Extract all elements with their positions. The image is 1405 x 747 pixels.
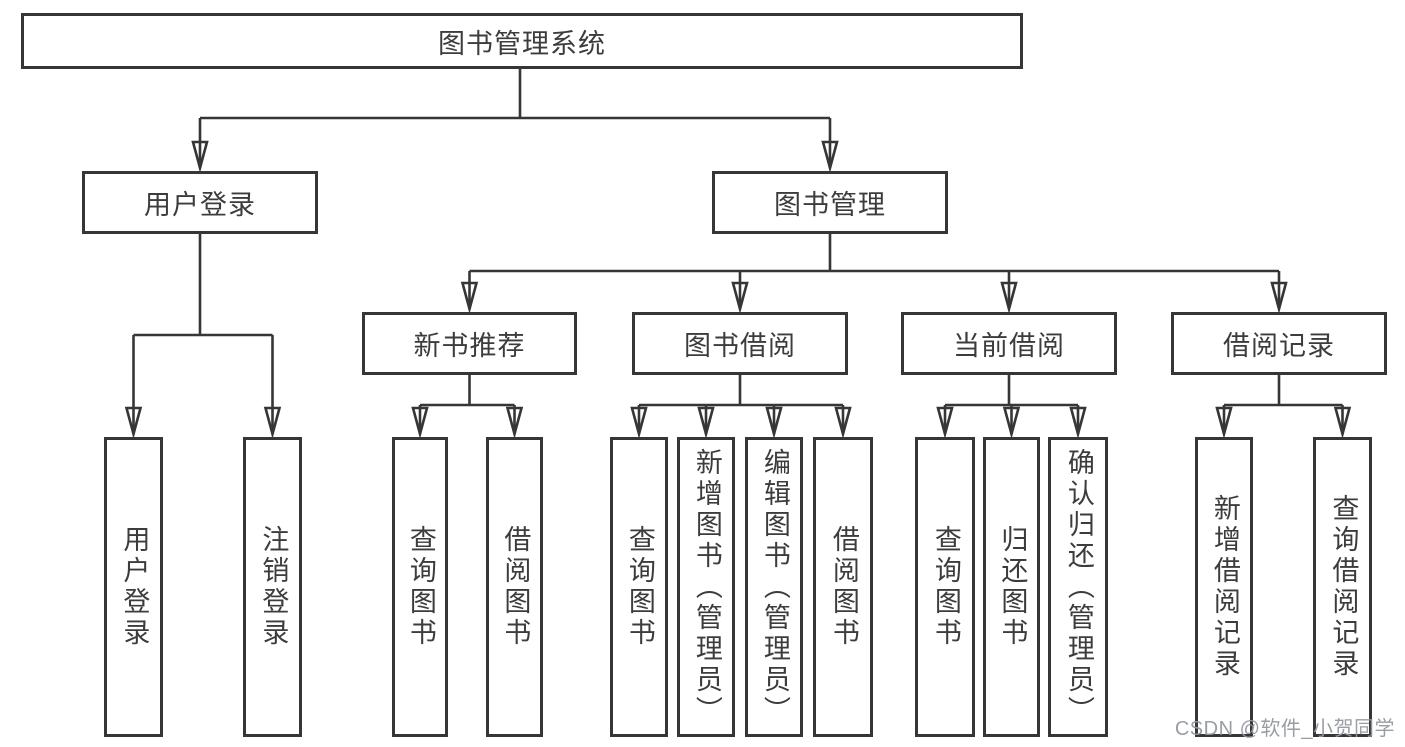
node-borrow-records: 借阅记录	[1171, 312, 1387, 375]
node-book-borrow: 图书借阅	[632, 312, 848, 375]
node-book-management: 图书管理	[712, 171, 948, 234]
connector-records-to-leaves	[1224, 375, 1343, 407]
leaf-return-books-label: 归还图书	[997, 525, 1028, 649]
leaf-query-books-recommend-label: 查询图书	[405, 525, 436, 649]
leaf-add-borrow-record: 新增借阅记录	[1195, 437, 1253, 737]
leaf-query-books-recommend: 查询图书	[392, 437, 448, 737]
connector-current-to-leaves	[945, 375, 1078, 407]
leaf-borrow-books: 借阅图书	[813, 437, 873, 737]
connector-mgmt-to-level3	[469, 234, 1279, 273]
leaf-logout: 注销登录	[243, 437, 302, 737]
csdn-watermark: CSDN @软件_小贺同学	[1174, 718, 1395, 740]
leaf-query-books-current-label: 查询图书	[930, 525, 961, 649]
leaf-edit-books-admin-label: 编辑图书（管理员）	[759, 447, 790, 727]
node-new-book-recommend: 新书推荐	[362, 312, 577, 375]
connector-borrow-to-leaves	[639, 375, 843, 407]
leaf-borrow-books-recommend: 借阅图书	[486, 437, 543, 737]
leaf-add-books-admin: 新增图书（管理员）	[677, 437, 735, 737]
leaf-confirm-return-admin: 确认归还（管理员）	[1048, 437, 1108, 737]
node-root-system: 图书管理系统	[21, 13, 1023, 69]
leaf-return-books: 归还图书	[983, 437, 1040, 737]
leaf-borrow-books-label: 借阅图书	[828, 525, 859, 649]
node-current-borrow: 当前借阅	[901, 312, 1117, 375]
leaf-query-books-borrow-label: 查询图书	[624, 525, 655, 649]
connector-login-to-leaves	[133, 234, 273, 337]
leaf-borrow-books-recommend-label: 借阅图书	[500, 525, 531, 649]
leaf-confirm-return-admin-label: 确认归还（管理员）	[1063, 447, 1094, 727]
leaf-query-books-borrow: 查询图书	[610, 437, 668, 737]
leaf-user-login-label: 用户登录	[119, 525, 150, 649]
leaf-add-books-admin-label: 新增图书（管理员）	[691, 447, 722, 727]
leaf-query-borrow-record-label: 查询借阅记录	[1328, 494, 1359, 680]
leaf-add-borrow-record-label: 新增借阅记录	[1209, 494, 1240, 680]
connector-newbook-to-leaves	[420, 375, 515, 407]
leaf-query-borrow-record: 查询借阅记录	[1313, 437, 1372, 737]
node-user-login: 用户登录	[82, 171, 318, 234]
connector-root-to-level2	[200, 69, 830, 120]
leaf-edit-books-admin: 编辑图书（管理员）	[745, 437, 803, 737]
leaf-query-books-current: 查询图书	[915, 437, 975, 737]
leaf-logout-label: 注销登录	[258, 525, 289, 649]
leaf-user-login: 用户登录	[104, 437, 163, 737]
